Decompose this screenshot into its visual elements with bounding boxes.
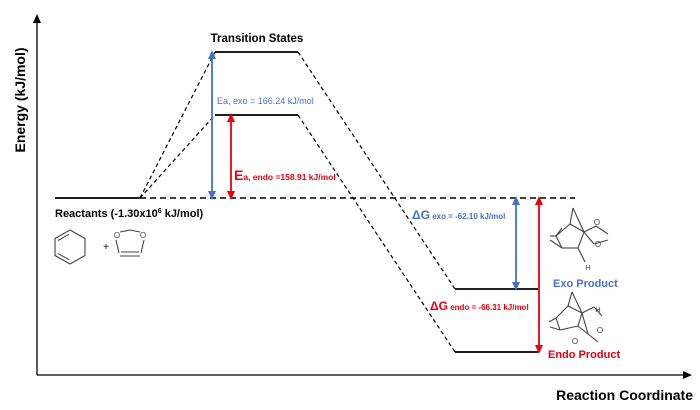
endo-hydrogen-label: H bbox=[595, 305, 600, 314]
x-axis-label: Reaction Coordinate bbox=[556, 387, 693, 403]
path-reactant-to-ts-endo bbox=[139, 114, 216, 199]
oxygen-atom: O bbox=[594, 218, 600, 227]
dioxole-molecule bbox=[115, 229, 145, 257]
dg-endo-label: ΔG endo = -66.31 kJ/mol bbox=[430, 299, 529, 313]
endo-product-label: Endo Product bbox=[548, 349, 620, 361]
oxygen-atom: O bbox=[140, 231, 146, 240]
y-axis-label: Energy (kJ/mol) bbox=[12, 47, 28, 152]
path-ts-endo-to-product bbox=[297, 114, 456, 353]
dg-exo-label: ΔG exo = -62.10 kJ/mol bbox=[412, 208, 505, 222]
exo-product-molecule bbox=[549, 207, 609, 263]
transition-states-label: Transition States bbox=[211, 33, 304, 45]
oxygen-atom: O bbox=[114, 231, 120, 240]
oxygen-atom: O bbox=[572, 337, 578, 346]
cyclohexadiene-molecule bbox=[54, 229, 86, 265]
reactants-label: Reactants (-1.30x106 kJ/mol) bbox=[55, 208, 204, 220]
oxygen-atom: O bbox=[597, 326, 603, 335]
ea-exo-label: Ea, exo = 166.24 kJ/mol bbox=[217, 96, 314, 106]
oxygen-atom: O bbox=[595, 240, 601, 249]
exo-hydrogen-label: H bbox=[585, 263, 590, 272]
plus-sign: + bbox=[103, 242, 109, 253]
endo-product-molecule bbox=[548, 291, 603, 343]
ea-endo-label: Ea, endo =158.91 kJ/mol bbox=[234, 167, 336, 183]
path-reactant-to-ts-exo bbox=[139, 51, 216, 199]
path-ts-exo-to-product bbox=[297, 51, 456, 290]
exo-product-label: Exo Product bbox=[553, 278, 618, 290]
